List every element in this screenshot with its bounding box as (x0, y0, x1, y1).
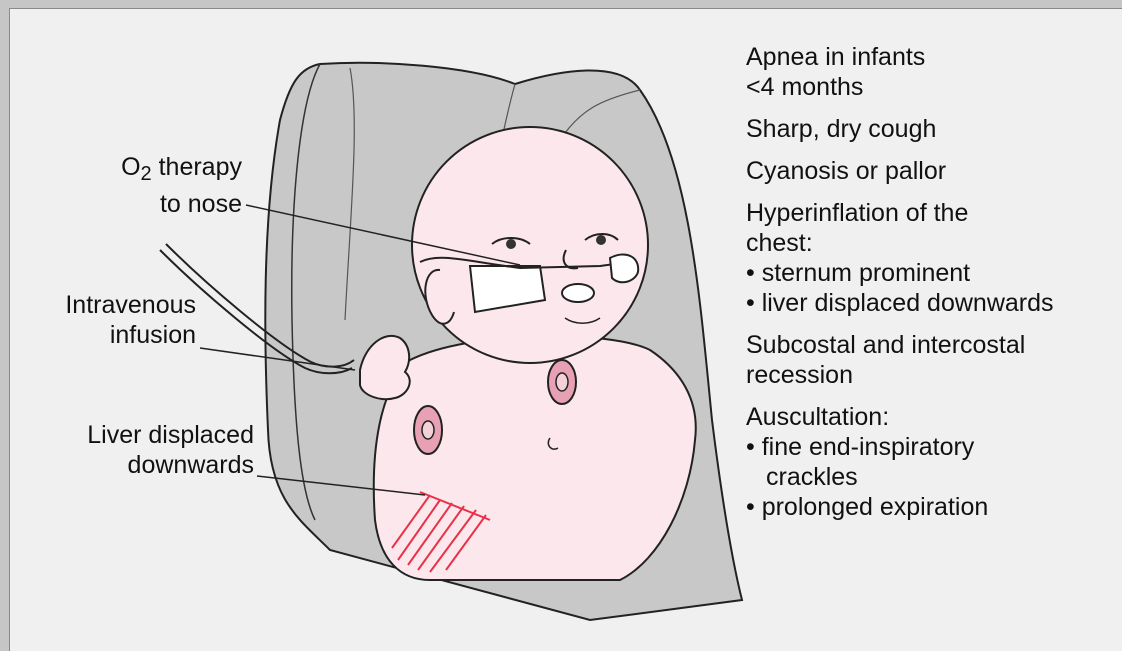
finding-line: recession (746, 360, 1054, 390)
liver-line2: downwards (128, 451, 254, 479)
o2-prefix: O (121, 153, 140, 181)
label-liver-displaced: Liver displaced downwards (30, 420, 254, 480)
finding-line: Sharp, dry cough (746, 114, 1054, 144)
finding-cyanosis: Cyanosis or pallor (746, 156, 1054, 186)
finding-apnea: Apnea in infants <4 months (746, 42, 1054, 102)
infant-head (412, 127, 648, 363)
o2-subscript: 2 (141, 163, 152, 185)
finding-bullet: • liver displaced downwards (746, 288, 1054, 318)
iv-line1: Intravenous (65, 291, 196, 319)
finding-line: Hyperinflation of the (746, 198, 1054, 228)
finding-line: <4 months (746, 72, 1054, 102)
iv-line2: infusion (110, 321, 196, 349)
finding-auscultation: Auscultation: • fine end-inspiratory cra… (746, 402, 1054, 522)
finding-bullet: • prolonged expiration (746, 492, 1054, 522)
o2-line1: therapy (152, 153, 242, 181)
finding-line: chest: (746, 228, 1054, 258)
finding-hyperinflation: Hyperinflation of the chest: • sternum p… (746, 198, 1054, 318)
finding-recession: Subcostal and intercostal recession (746, 330, 1054, 390)
infant-body (374, 336, 696, 580)
findings-list: Apnea in infants <4 months Sharp, dry co… (746, 42, 1054, 534)
finding-line: Auscultation: (746, 402, 1054, 432)
finding-bullet: • fine end-inspiratory (746, 432, 1054, 462)
finding-line: Subcostal and intercostal (746, 330, 1054, 360)
finding-bullet-continuation: crackles (746, 462, 1054, 492)
finding-line: Apnea in infants (746, 42, 1054, 72)
liver-line1: Liver displaced (87, 421, 254, 449)
finding-line: Cyanosis or pallor (746, 156, 1054, 186)
finding-bullet: • sternum prominent (746, 258, 1054, 288)
label-o2-therapy: O2 therapy to nose (60, 152, 242, 219)
finding-cough: Sharp, dry cough (746, 114, 1054, 144)
o2-line2: to nose (160, 190, 242, 218)
label-intravenous-infusion: Intravenous infusion (20, 290, 196, 350)
